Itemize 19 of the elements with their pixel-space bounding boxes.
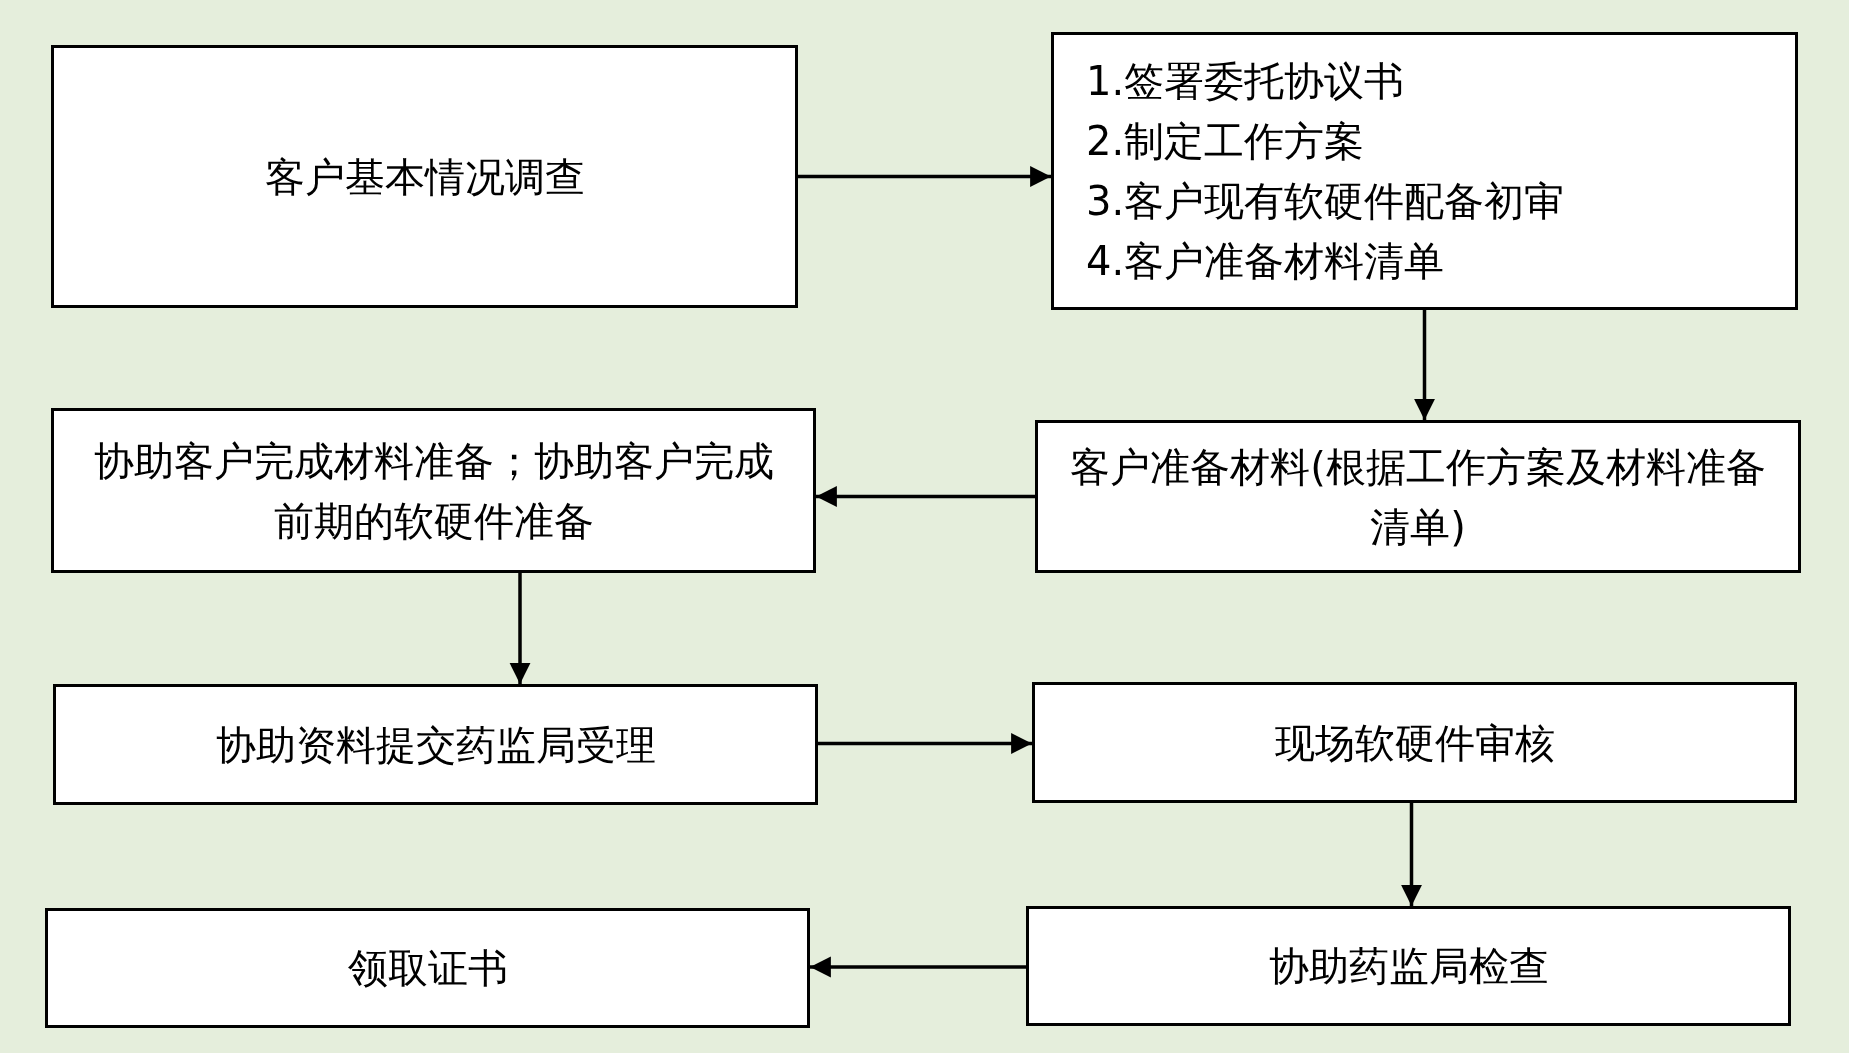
list-item: 2.制定工作方案 bbox=[1086, 117, 1365, 166]
arrow bbox=[816, 486, 1035, 507]
process-box: 协助客户完成材料准备；协助客户完成前期的软硬件准备 bbox=[51, 408, 816, 573]
arrow bbox=[798, 166, 1051, 187]
process-box: 现场软硬件审核 bbox=[1032, 682, 1797, 803]
arrow bbox=[818, 733, 1032, 754]
arrow bbox=[810, 956, 1026, 978]
process-box: 协助药监局检查 bbox=[1026, 906, 1791, 1026]
process-box bbox=[1051, 32, 1798, 310]
list-item: 1.签署委托协议书 bbox=[1086, 57, 1405, 106]
arrow bbox=[1401, 803, 1422, 906]
process-box: 客户准备材料(根据工作方案及材料准备清单) bbox=[1035, 420, 1801, 573]
list-item: 4.客户准备材料清单 bbox=[1086, 237, 1445, 286]
process-box: 协助资料提交药监局受理 bbox=[53, 684, 818, 805]
list-item: 3.客户现有软硬件配备初审 bbox=[1086, 177, 1565, 226]
process-box: 领取证书 bbox=[45, 908, 810, 1028]
arrow bbox=[1414, 310, 1435, 420]
arrow bbox=[509, 573, 531, 684]
process-box: 客户基本情况调查 bbox=[51, 45, 798, 308]
